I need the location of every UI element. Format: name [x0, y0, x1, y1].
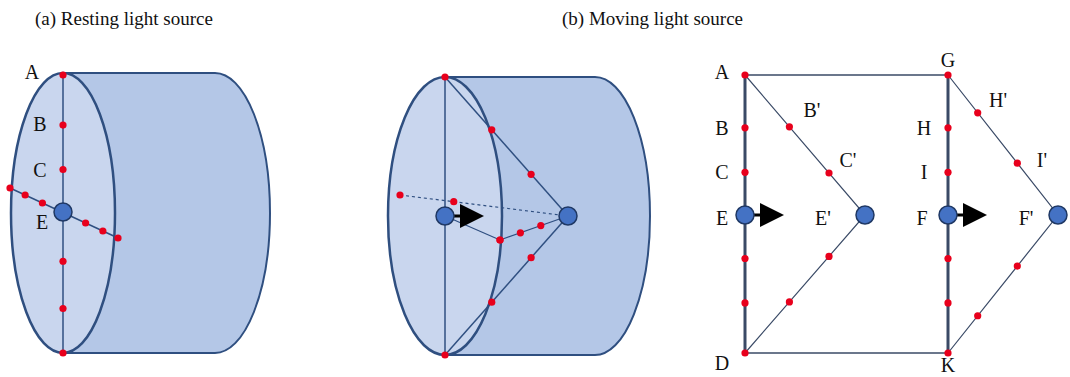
red-dot [6, 184, 13, 191]
red-dot [396, 191, 403, 198]
light-source [436, 207, 454, 225]
red-dot [59, 305, 66, 312]
red-dot [786, 123, 793, 130]
light-source [559, 207, 577, 225]
red-dots [6, 71, 1021, 358]
light-source [939, 206, 957, 224]
red-dot [59, 258, 66, 265]
light-source [736, 206, 754, 224]
point-label: H' [989, 90, 1007, 110]
panel-title: (b) Moving light source [562, 9, 743, 28]
red-dot [450, 198, 457, 205]
red-dot [82, 219, 89, 226]
red-dot [741, 71, 748, 78]
red-dot [99, 227, 106, 234]
light-source [54, 203, 72, 221]
point-label: A [25, 62, 39, 82]
point-label: I [921, 162, 928, 182]
red-dot [741, 169, 748, 176]
red-dot [39, 199, 46, 206]
red-dot [741, 349, 748, 356]
red-dot [1014, 160, 1021, 167]
point-label: C [33, 160, 46, 180]
red-dot [59, 349, 66, 356]
point-label: F [916, 208, 927, 228]
motion-arrow [454, 215, 478, 218]
red-dot [974, 312, 981, 319]
light-sources [54, 203, 1067, 225]
point-label: F' [1019, 208, 1034, 228]
red-dot [741, 299, 748, 306]
point-label: E [716, 208, 728, 228]
red-dot [496, 236, 503, 243]
red-dot [944, 299, 951, 306]
red-dot [488, 126, 495, 133]
motion-arrow [754, 214, 778, 217]
red-dot [114, 234, 121, 241]
point-label: B [33, 114, 46, 134]
red-dot [944, 71, 951, 78]
resting-cylinder [10, 73, 270, 353]
red-dot [496, 236, 503, 243]
light-source [856, 206, 874, 224]
red-dot [441, 73, 448, 80]
point-label: A [715, 62, 729, 82]
red-dot [517, 229, 524, 236]
point-label: C' [840, 150, 857, 170]
red-dot [944, 169, 951, 176]
point-label: E' [815, 208, 831, 228]
red-dot [59, 166, 66, 173]
red-dot [825, 169, 832, 176]
light-source [1049, 206, 1067, 224]
red-dot [944, 124, 951, 131]
point-label: B' [804, 100, 821, 120]
point-label: G [941, 50, 955, 70]
red-dot [488, 299, 495, 306]
red-dot [944, 255, 951, 262]
point-label: K [941, 355, 955, 375]
red-dot [825, 253, 832, 260]
moving-cylinder [388, 77, 650, 355]
red-dot [528, 171, 535, 178]
red-dot [741, 124, 748, 131]
red-dot [22, 191, 29, 198]
red-dot [528, 254, 535, 261]
red-dot [537, 222, 544, 229]
point-label: C [715, 162, 728, 182]
red-dot [59, 71, 66, 78]
point-label: B [715, 118, 728, 138]
schematic-lines [745, 75, 1058, 353]
red-dot [974, 109, 981, 116]
point-label: H [917, 118, 931, 138]
point-label: E [36, 212, 48, 232]
red-dot [59, 121, 66, 128]
panel-title: (a) Resting light source [35, 9, 213, 28]
red-dot [741, 255, 748, 262]
red-dot [786, 298, 793, 305]
red-dot [441, 351, 448, 358]
red-dot [1014, 262, 1021, 269]
point-label: I' [1037, 150, 1047, 170]
motion-arrow [957, 214, 981, 217]
point-label: D [715, 353, 729, 373]
